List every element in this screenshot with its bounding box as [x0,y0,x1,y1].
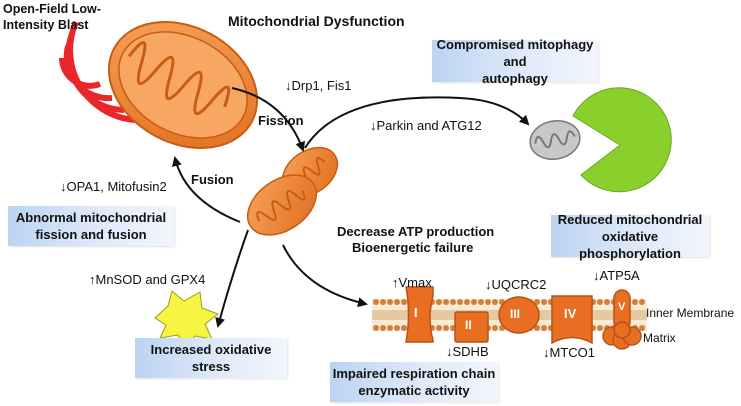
abnormal-box-line2: fission and fusion [35,227,147,242]
atp-line2: Bioenergetic failure [352,240,474,255]
lipid-head [492,325,498,331]
lipid-head [471,299,477,305]
abnormal-box: Abnormal mitochondrial fission and fusio… [8,206,174,246]
mitophagy-box-line1: Compromised mitophagy and [436,36,594,69]
mitophagy-box-line2: autophagy [482,70,548,86]
arrow-to-mitophagy [304,96,530,149]
lipid-head [436,325,442,331]
lipid-head [597,325,603,331]
vmax-label: ↑Vmax [392,275,432,290]
fusion-markers: ↓OPA1, Mitofusin2 [60,179,167,194]
lipid-head [604,299,610,305]
complex-ii-label: II [465,318,472,332]
respiration-chain-box: Impaired respiration chain enzymatic act… [330,362,498,402]
lipid-head [485,299,491,305]
uqcrc2-label: ↓UQCRC2 [485,277,547,292]
complex-i-label: I [414,305,418,320]
fission-label: Fission [258,113,304,128]
lipid-head [492,299,498,305]
oxidative-markers: ↑MnSOD and GPX4 [89,272,206,287]
arrow-fusion [171,156,241,223]
inner-membrane-label: Inner Membrane [646,306,735,320]
atp5a-label: ↓ATP5A [593,268,640,283]
oxidative-starburst-icon [154,290,220,349]
arrow-oxidative [215,229,249,328]
lipid-head [534,325,540,331]
blast-label-line1: Open-Field Low- [3,2,101,16]
mitophagy-markers: ↓Parkin and ATG12 [370,118,482,133]
lipid-head [450,299,456,305]
complex-iv [551,295,593,345]
lipid-head [380,299,386,305]
oxphos-box: Reduced mitochondrial oxidative phosphor… [551,212,709,261]
mitophagy-box: Compromised mitophagy and autophagy [432,37,598,86]
autophagosome-icon [572,87,672,193]
lipid-head [534,299,540,305]
lipid-head [387,325,393,331]
lipid-head [443,299,449,305]
complex-iv-label: IV [564,306,577,321]
lipid-head [457,299,463,305]
page-title: Mitochondrial Dysfunction [228,13,405,29]
matrix-label: Matrix [643,331,676,345]
respiration-box-line1: Impaired respiration chain [332,366,496,381]
lipid-head [373,299,379,305]
sdhb-label: ↓SDHB [446,344,489,359]
arrow-respiration [282,244,368,308]
complex-v [602,289,642,350]
blast-waves-icon [59,20,137,123]
abnormal-box-line1: Abnormal mitochondrial [15,210,167,225]
atp-line1: Decrease ATP production [337,224,495,239]
oxphos-box-line2: oxidative phosphorylation [579,228,681,261]
fission-markers: ↓Drp1, Fis1 [285,78,352,93]
fusion-label: Fusion [191,172,234,187]
complex-iii [498,296,540,334]
lipid-head [464,299,470,305]
lipid-head [541,299,547,305]
lipid-head [436,299,442,305]
lipid-head [401,325,407,331]
oxidative-box-line1: Increased oxidative [150,342,272,357]
lipid-head [394,299,400,305]
lipid-head [373,325,379,331]
lipid-head [387,299,393,305]
lipid-head [597,299,603,305]
complex-iii-label: III [510,307,521,321]
respiration-box-line2: enzymatic activity [358,383,470,398]
mtco1-label: ↓MTCO1 [543,345,595,360]
oxidative-box-line2: stress [191,359,231,374]
lipid-head [478,299,484,305]
complex-ii [454,311,489,343]
lipid-head [639,299,645,305]
mitochondria-fused-icon [246,146,339,236]
lipid-head [639,325,645,331]
damaged-mitochondrion-icon [529,120,581,160]
lipid-head [394,325,400,331]
lipid-head [632,299,638,305]
mitochondrion-large-icon [107,21,259,149]
lipid-head [541,325,547,331]
complex-v-label: V [618,301,626,313]
lipid-head [401,299,407,305]
oxidative-box: Increased oxidative stress [135,338,287,378]
lipid-head [380,325,386,331]
blast-label-line2: Intensity Blast [3,18,89,32]
lipid-head [443,325,449,331]
oxphos-box-line1: Reduced mitochondrial [557,211,703,227]
complex-i [405,286,434,343]
arrow-fission [231,87,305,152]
